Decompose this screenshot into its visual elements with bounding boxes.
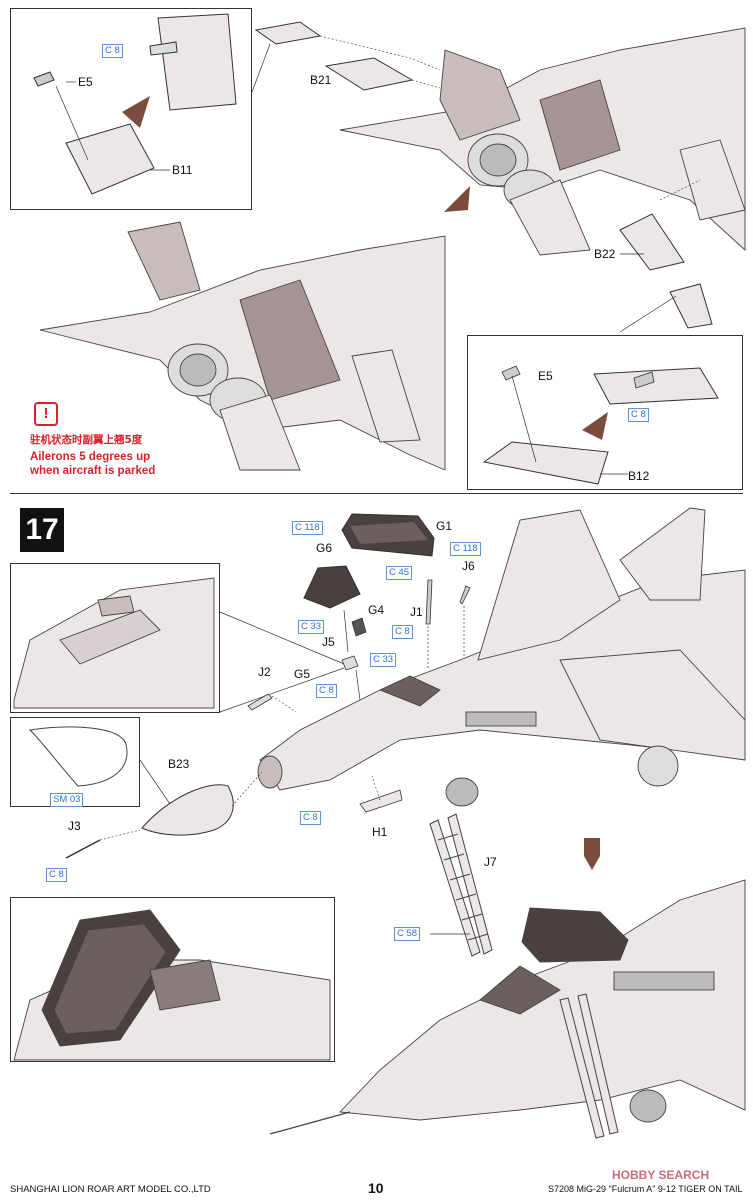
label-b11: B11 [172, 163, 193, 177]
final-ladder [559, 993, 619, 1139]
cref-c8-j1: C 8 [392, 625, 413, 639]
cref-c8-j3: C 8 [46, 868, 67, 882]
step16-fin-part [33, 13, 237, 195]
step16-aircraft-lower [39, 221, 446, 471]
label-b12: B12 [628, 469, 650, 483]
j7-ladder [429, 813, 493, 957]
label-j2: J2 [258, 665, 271, 679]
cref-c33-g4: C 33 [370, 653, 397, 667]
cref-c118-b: C 118 [450, 542, 481, 556]
label-e5-top: E5 [78, 75, 93, 89]
h1-part [359, 789, 403, 813]
sm03-wire [28, 726, 128, 787]
inset-aileron-part [482, 441, 609, 485]
label-j3: J3 [68, 819, 81, 833]
label-j5: J5 [322, 635, 335, 649]
footer-company: SHANGHAI LION ROAR ART MODEL CO.,LTD [10, 1184, 211, 1195]
label-b21: B21 [310, 73, 332, 87]
label-b23: B23 [168, 757, 190, 771]
label-e5-inset: E5 [538, 369, 553, 383]
label-g6: G6 [316, 541, 333, 555]
final-aircraft [339, 879, 746, 1123]
label-j7: J7 [484, 855, 497, 869]
cref-c33-g6: C 33 [298, 620, 325, 634]
cref-sm03: SM 03 [50, 793, 84, 807]
g4-part [351, 617, 367, 637]
label-b22: B22 [594, 247, 616, 261]
b23-nose-cone [141, 784, 234, 836]
cref-c118-a: C 118 [292, 521, 323, 535]
hobby-search-watermark: HOBBY SEARCH [612, 1168, 710, 1182]
footer-product: S7208 MiG-29 "Fulcrum A" 9-12 TIGER ON T… [548, 1184, 743, 1194]
cref-c8-top: C 8 [102, 44, 123, 58]
step16-arrow-2 [444, 186, 470, 212]
b22-part [619, 213, 685, 271]
cref-c8-inset: C 8 [628, 408, 649, 422]
step16-aircraft-upper [339, 27, 746, 256]
cref-c8-nose: C 8 [300, 811, 321, 825]
step-17-number: 17 [20, 508, 64, 552]
j6-part [459, 585, 471, 605]
g6-windscreen [303, 565, 361, 609]
j2-part [247, 693, 273, 711]
label-j6: J6 [462, 559, 475, 573]
label-g1: G1 [436, 519, 453, 533]
label-j1: J1 [410, 605, 423, 619]
note-en-line2: when aircraft is parked [30, 465, 156, 477]
cref-c58: C 58 [394, 927, 421, 941]
j5-part [341, 655, 359, 671]
step17-aircraft [257, 507, 746, 807]
label-g5: G5 [294, 667, 311, 681]
cockpit-detail-art [13, 577, 215, 709]
note-cn: 驻机状态时副翼上翘5度 [30, 434, 143, 446]
aileron-part [669, 283, 713, 329]
step17-arrow [584, 838, 600, 870]
label-g4: G4 [368, 603, 385, 617]
label-h1: H1 [372, 825, 388, 839]
cref-c45: C 45 [386, 566, 413, 580]
step16-arrow-1 [122, 96, 150, 128]
note-en-line1: Ailerons 5 degrees up [30, 451, 151, 463]
footer-page-number: 10 [368, 1180, 384, 1196]
step-divider [10, 493, 743, 494]
step16-arrow-3 [582, 412, 608, 440]
cref-c8-g5: C 8 [316, 684, 337, 698]
j1-part [425, 579, 433, 625]
inset-fin-part [593, 367, 719, 405]
final-cockpit-art [13, 909, 331, 1061]
warning-icon: ! [34, 402, 58, 426]
